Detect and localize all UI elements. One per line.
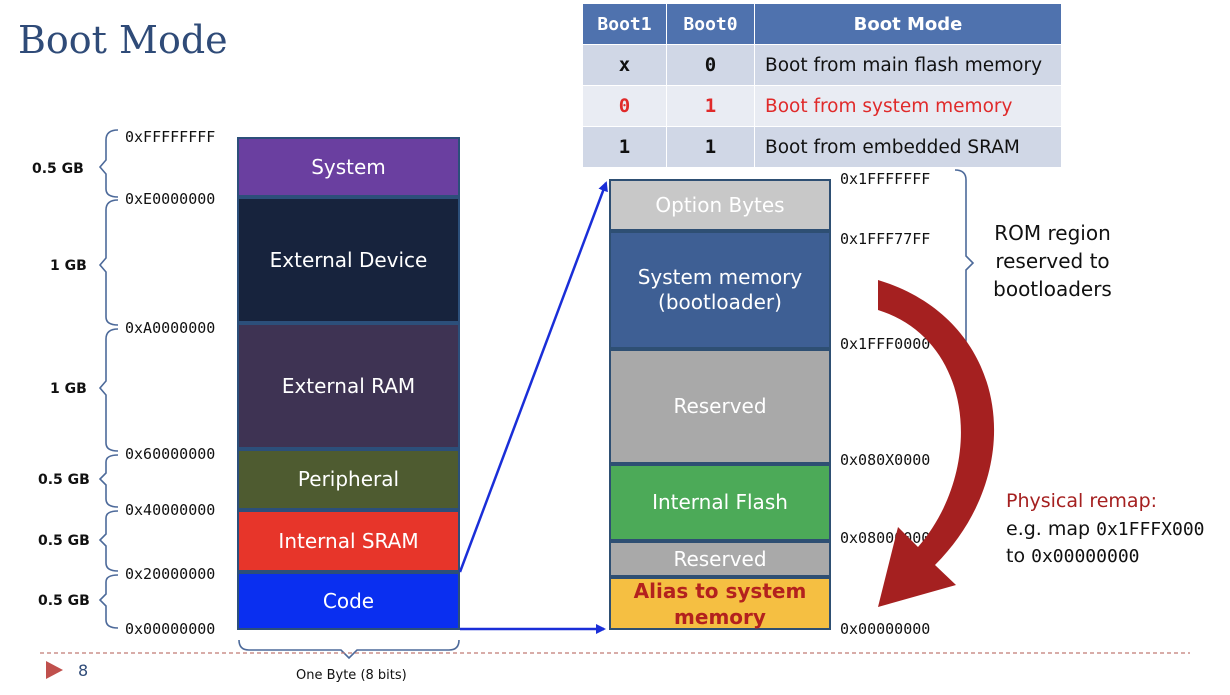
size-label: 0.5 GB xyxy=(32,161,84,177)
address-label: 0x60000000 xyxy=(125,445,216,463)
address-label: 0x1FFFFFFF xyxy=(840,170,931,188)
remap-source-address: 0x1FFFX000 xyxy=(1096,518,1205,540)
size-label: 1 GB xyxy=(50,258,87,274)
header-boot0: Boot0 xyxy=(666,3,755,45)
region-system: System xyxy=(237,137,460,197)
boot0-cell: 1 xyxy=(666,85,755,127)
boot1-cell: x xyxy=(582,44,667,86)
size-label: 1 GB xyxy=(50,381,87,397)
table-row: x 0 Boot from main flash memory xyxy=(582,44,1062,86)
address-label: 0x20000000 xyxy=(125,565,216,583)
boot-mode-cell: Boot from embedded SRAM xyxy=(754,126,1062,168)
remap-line2: to 0x00000000 xyxy=(1006,543,1205,571)
boot1-cell: 0 xyxy=(582,85,667,127)
block-label: Alias to system memory xyxy=(633,578,807,629)
page-number: 8 xyxy=(78,661,89,680)
zoom-arrow-top xyxy=(458,181,608,573)
page-title: Boot Mode xyxy=(18,18,228,62)
block-alias-system-memory: Alias to system memory xyxy=(609,577,831,630)
block-label: Internal Flash xyxy=(652,490,788,514)
block-internal-flash: Internal Flash xyxy=(609,464,831,541)
boot0-cell: 0 xyxy=(666,44,755,86)
region-label: Peripheral xyxy=(297,467,400,491)
region-label: System xyxy=(311,154,386,179)
region-label: Code xyxy=(322,588,375,613)
block-option-bytes: Option Bytes xyxy=(609,179,831,231)
block-label: Reserved xyxy=(673,546,767,571)
block-system-memory: System memory (bootloader) xyxy=(609,231,831,349)
address-label: 0x1FFF77FF xyxy=(840,230,931,248)
header-boot1: Boot1 xyxy=(582,3,667,45)
region-peripheral: Peripheral xyxy=(237,449,460,510)
region-label: External RAM xyxy=(281,373,416,398)
address-label: 0x00000000 xyxy=(125,620,216,638)
size-label: 0.5 GB xyxy=(38,472,90,488)
remap-arrow xyxy=(878,280,995,607)
remap-line1: e.g. map 0x1FFFX000 xyxy=(1006,516,1205,544)
table-row-highlighted: 0 1 Boot from system memory xyxy=(582,85,1062,127)
address-label: 0xE0000000 xyxy=(125,190,216,208)
play-triangle-icon xyxy=(46,661,63,679)
rom-region-note: ROM region reserved to bootloaders xyxy=(980,219,1125,303)
rom-region-brace xyxy=(954,169,975,351)
address-label: 0xA0000000 xyxy=(125,319,216,337)
remap-line2-prefix: to xyxy=(1006,545,1032,568)
rom-region-note-text: ROM region reserved to bootloaders xyxy=(993,221,1112,301)
remap-target-address: 0x00000000 xyxy=(1031,546,1140,568)
region-external-ram: External RAM xyxy=(237,323,460,449)
block-reserved-upper: Reserved xyxy=(609,349,831,464)
address-label: 0x1FFF0000 xyxy=(840,335,931,353)
region-code: Code xyxy=(237,572,460,630)
table-header-row: Boot1 Boot0 Boot Mode xyxy=(582,3,1062,45)
byte-width-label: One Byte (8 bits) xyxy=(296,668,407,683)
address-label: 0xFFFFFFFF xyxy=(125,128,216,146)
block-label: System memory (bootloader) xyxy=(637,265,803,314)
byte-width-brace xyxy=(238,639,460,660)
remap-note: Physical remap: e.g. map 0x1FFFX000 to 0… xyxy=(1006,488,1205,571)
boot1-cell: 1 xyxy=(582,126,667,168)
block-label: Option Bytes xyxy=(655,192,785,217)
boot-mode-table: Boot1 Boot0 Boot Mode x 0 Boot from main… xyxy=(582,3,1062,168)
boot-mode-cell: Boot from main flash memory xyxy=(754,44,1062,86)
table-row: 1 1 Boot from embedded SRAM xyxy=(582,126,1062,168)
region-internal-sram: Internal SRAM xyxy=(237,510,460,572)
boot0-cell: 1 xyxy=(666,126,755,168)
block-label: Reserved xyxy=(673,394,767,418)
remap-title: Physical remap: xyxy=(1006,490,1158,512)
region-label: Internal SRAM xyxy=(278,528,419,553)
size-label: 0.5 GB xyxy=(38,533,90,549)
size-label: 0.5 GB xyxy=(38,593,90,609)
address-label: 0x40000000 xyxy=(125,501,216,519)
address-label: 0x00000000 xyxy=(840,620,931,638)
address-label: 0x080X0000 xyxy=(840,451,931,469)
size-braces xyxy=(98,129,119,629)
remap-line1-prefix: e.g. map xyxy=(1006,517,1097,540)
header-boot-mode: Boot Mode xyxy=(754,3,1062,45)
boot-mode-cell: Boot from system memory xyxy=(754,85,1062,127)
region-external-device: External Device xyxy=(237,197,460,323)
block-reserved-lower: Reserved xyxy=(609,541,831,577)
region-label: External Device xyxy=(269,247,428,272)
